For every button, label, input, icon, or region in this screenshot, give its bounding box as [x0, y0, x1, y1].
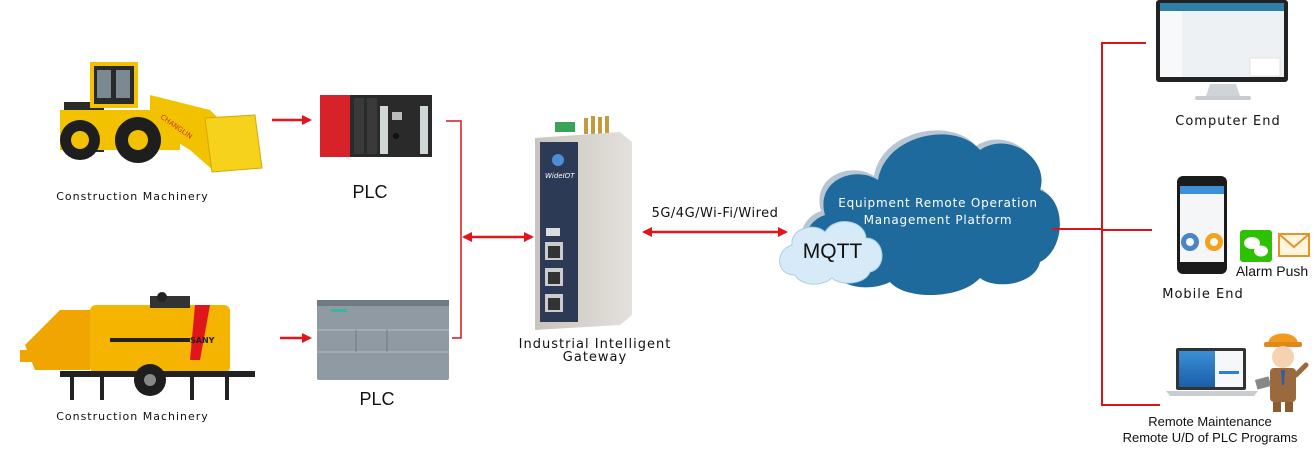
wheel-loader-image: CHANGLIN: [60, 62, 263, 173]
engineer-figure-image: [1254, 333, 1309, 412]
mobile-end-label: Mobile End: [1162, 287, 1244, 302]
gateway-label: Industrial Intelligent Gateway: [505, 338, 685, 364]
rack-plc-image: [320, 95, 432, 157]
mqtt-label: MQTT: [802, 240, 863, 263]
gateway-device-image: WideIOT: [535, 116, 632, 330]
svg-text:WideIOT: WideIOT: [545, 172, 575, 180]
link-label: 5G/4G/Wi-Fi/Wired: [651, 206, 779, 221]
remote-label: Remote Maintenance Remote U/D of PLC Pro…: [1110, 414, 1310, 446]
alarm-push-label: Alarm Push: [1235, 263, 1309, 279]
machine-label-1: Construction Machinery: [56, 190, 209, 203]
machine-label-2: Construction Machinery: [56, 410, 209, 423]
remote-label-line2: Remote U/D of PLC Programs: [1122, 430, 1298, 445]
mail-icon: [1278, 233, 1310, 257]
svg-text:SANY: SANY: [190, 336, 215, 345]
wechat-icon: [1240, 230, 1272, 262]
gateway-label-line2: Gateway: [562, 350, 628, 365]
remote-label-line1: Remote Maintenance: [1148, 414, 1272, 429]
computer-monitor-image: [1156, 0, 1288, 100]
mobile-phone-image: [1177, 176, 1227, 274]
gateway-label-line1: Industrial Intelligent: [518, 337, 672, 352]
mqtt-cloud: [779, 221, 883, 285]
laptop-image: [1166, 348, 1258, 396]
platform-label-line2: Management Platform: [863, 213, 1013, 227]
plc-bracket-line: [446, 120, 462, 339]
computer-end-label: Computer End: [1175, 114, 1281, 129]
endpoint-branch-line: [1101, 42, 1160, 406]
plc-label-1: PLC: [352, 182, 388, 202]
concrete-pump-image: SANY: [20, 292, 255, 400]
plc-label-2: PLC: [359, 389, 395, 409]
compact-plc-image: [317, 300, 449, 380]
platform-label: Equipment Remote Operation Management Pl…: [828, 195, 1048, 229]
platform-label-line1: Equipment Remote Operation: [838, 196, 1038, 210]
